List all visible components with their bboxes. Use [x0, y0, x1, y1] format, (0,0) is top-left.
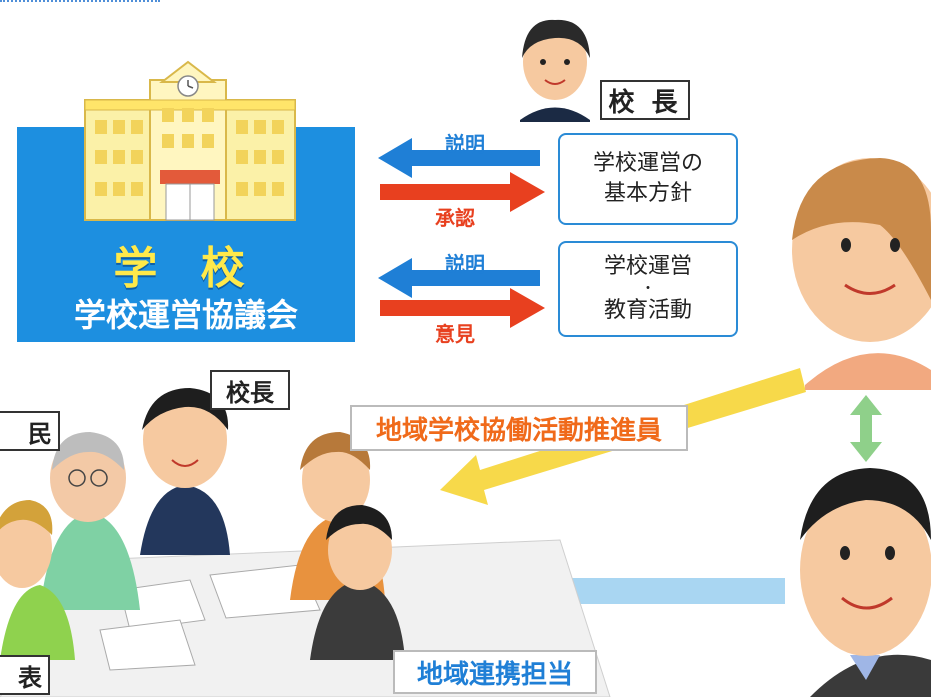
representative-label-text: 代表: [18, 663, 42, 692]
meeting-liaison-figure: [310, 505, 405, 660]
coordinator-label: 地域学校協働活動推進員: [350, 405, 688, 451]
arrow-approve: [380, 172, 545, 212]
meeting-elder-figure: [40, 432, 140, 610]
principal-portrait-icon: [520, 19, 590, 122]
principal-top-label: 校 長: [600, 80, 690, 120]
school-council-label: 学校運営協議会: [73, 296, 298, 334]
education-activities-box: 学校運営 ・ 教育活動: [558, 241, 738, 337]
coordinator-portrait-icon: [792, 158, 931, 390]
school-title: 学 校: [113, 243, 259, 294]
resident-label-text: 住民: [28, 419, 52, 448]
activities-line-2: 教育活動: [603, 298, 692, 323]
label-explain-1: 説明: [445, 132, 485, 156]
arrow-explain-1: [378, 138, 540, 178]
label-opinion: 意見: [435, 322, 475, 346]
activities-separator: ・: [641, 281, 655, 297]
label-explain-2: 説明: [445, 252, 485, 276]
meeting-woman-left-figure: [0, 500, 75, 660]
basic-policy-line-2: 基本方針: [603, 181, 692, 206]
liaison-teacher-portrait-icon: [800, 468, 931, 697]
resident-label: 住民: [0, 411, 60, 451]
meeting-principal-figure: [140, 388, 230, 555]
activities-line-1: 学校運営: [603, 254, 692, 280]
dotted-top-border: [0, 0, 160, 2]
school-building-icon: [84, 60, 296, 221]
liaison-label: 地域連携担当: [393, 650, 597, 694]
arrow-green-double: [850, 395, 882, 462]
basic-policy-box: 学校運営の 基本方針: [558, 133, 738, 225]
representative-label: 代表: [0, 655, 50, 695]
basic-policy-line-1: 学校運営の: [592, 151, 703, 177]
label-approve: 承認: [435, 206, 475, 230]
meeting-principal-label: 校長: [210, 370, 290, 410]
arrow-explain-2: [378, 258, 540, 298]
arrow-opinion: [380, 288, 545, 328]
